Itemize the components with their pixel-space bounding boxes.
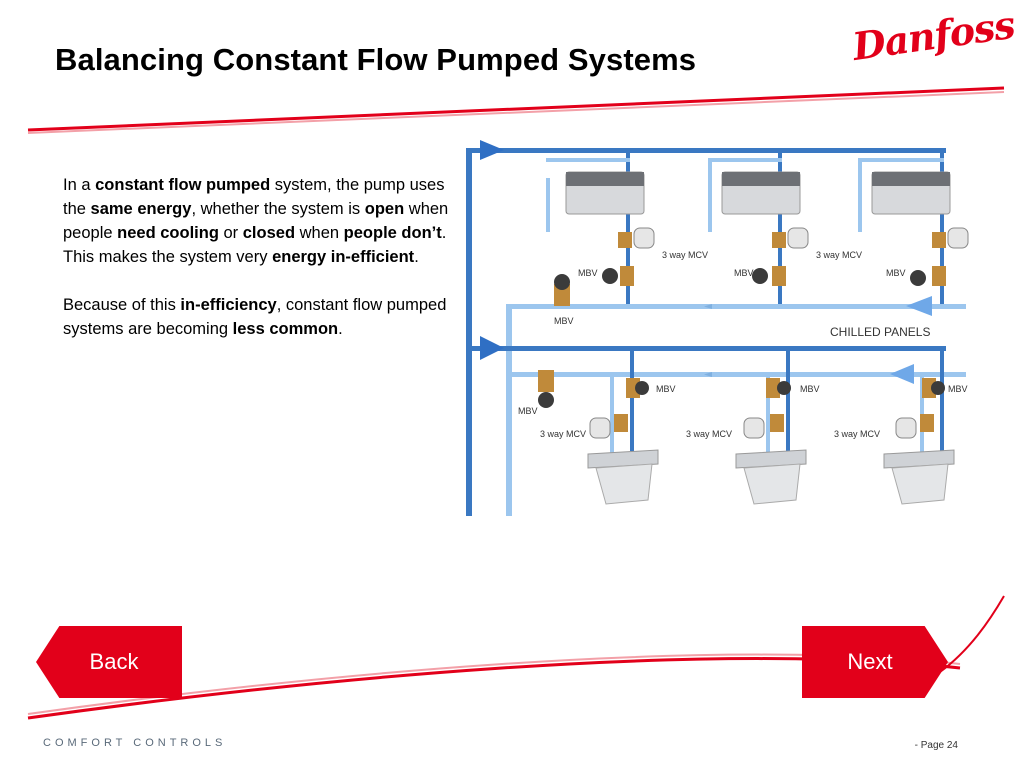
svg-text:3 way MCV: 3 way MCV	[686, 429, 732, 439]
body-text: In a constant flow pumped system, the pu…	[63, 173, 453, 341]
text-run: when people	[63, 200, 449, 242]
text-run: energy in-efficient	[272, 248, 415, 266]
main-riser-return	[506, 304, 512, 516]
lower-supply-header	[466, 346, 946, 351]
svg-text:MBV: MBV	[578, 268, 598, 278]
text-run: .	[338, 320, 343, 338]
footer-tagline: COMFORT CONTROLS	[43, 737, 227, 749]
text-run: or	[218, 224, 243, 242]
svg-text:MBV: MBV	[554, 316, 574, 326]
text-run: constant flow pumped	[95, 176, 271, 194]
text-run: people don’t	[343, 224, 442, 242]
text-run: Because of this	[63, 296, 181, 314]
svg-text:MBV: MBV	[948, 384, 968, 394]
brand-logo: Danfoss	[850, 2, 1017, 84]
paragraph-2: This makes the system very energy in-eff…	[63, 245, 453, 269]
text-run: .	[441, 224, 447, 242]
paragraph-1: In a constant flow pumped system, the pu…	[63, 173, 453, 245]
next-button[interactable]: Next	[802, 626, 948, 698]
text-run: .	[414, 248, 419, 266]
text-run: same energy	[90, 200, 192, 218]
page-number: - Page 24	[914, 740, 958, 751]
text-run: in-efficiency	[180, 296, 277, 314]
lower-mbv: MBV	[518, 370, 554, 416]
svg-text:3 way MCV: 3 way MCV	[662, 250, 708, 260]
lower-return-header	[506, 372, 966, 377]
chilled-panels-label: CHILLED PANELS	[830, 325, 930, 339]
svg-text:3 way MCV: 3 way MCV	[816, 250, 862, 260]
text-run: open	[364, 200, 405, 218]
flow-arrow-lower	[480, 336, 504, 360]
lower-unit-1: MBV 3 way MCV	[540, 351, 676, 505]
svg-text:MBV: MBV	[800, 384, 820, 394]
flow-arrow-upper	[480, 140, 504, 160]
paragraph-3: Because of this in-efficiency, constant …	[63, 293, 453, 341]
return-arrow-lower	[890, 364, 914, 384]
svg-text:MBV: MBV	[886, 268, 906, 278]
text-run: system, the pump uses the	[63, 176, 445, 218]
text-run: This makes the system very	[63, 248, 273, 266]
return-arrow-upper	[906, 296, 932, 316]
piping-diagram: MBV 3 way MCV MBV 3 way MCV MBV MBV CHIL…	[466, 140, 969, 516]
text-run: closed	[242, 224, 296, 242]
text-run: , whether the system is	[191, 200, 365, 218]
text-run: need cooling	[117, 224, 219, 242]
upper-unit-3: MBV	[858, 153, 969, 304]
next-button-label: Next	[847, 649, 893, 674]
svg-text:3 way MCV: 3 way MCV	[834, 429, 880, 439]
text-run: , constant flow pumped systems are becom…	[63, 296, 447, 338]
text-run: In a	[63, 176, 96, 194]
svg-text:MBV: MBV	[734, 268, 754, 278]
slide-title: Balancing Constant Flow Pumped Systems	[55, 42, 697, 77]
back-button-label: Back	[89, 649, 139, 674]
upper-unit-2: MBV 3 way MCV	[708, 153, 862, 304]
main-riser-supply	[466, 148, 472, 516]
back-button[interactable]: Back	[36, 626, 182, 698]
svg-text:3 way MCV: 3 way MCV	[540, 429, 586, 439]
text-run: less common	[232, 320, 339, 338]
lower-unit-3: MBV 3 way MCV	[834, 351, 968, 505]
upper-mbv: MBV	[554, 274, 574, 326]
svg-text:MBV: MBV	[518, 406, 538, 416]
header-swoosh	[27, 86, 1005, 134]
text-run: when	[295, 224, 344, 242]
upper-unit-1: MBV 3 way MCV	[546, 153, 708, 304]
upper-return-header	[506, 304, 966, 309]
upper-supply-header	[466, 148, 946, 153]
svg-text:MBV: MBV	[656, 384, 676, 394]
lower-unit-2: MBV 3 way MCV	[686, 351, 820, 505]
